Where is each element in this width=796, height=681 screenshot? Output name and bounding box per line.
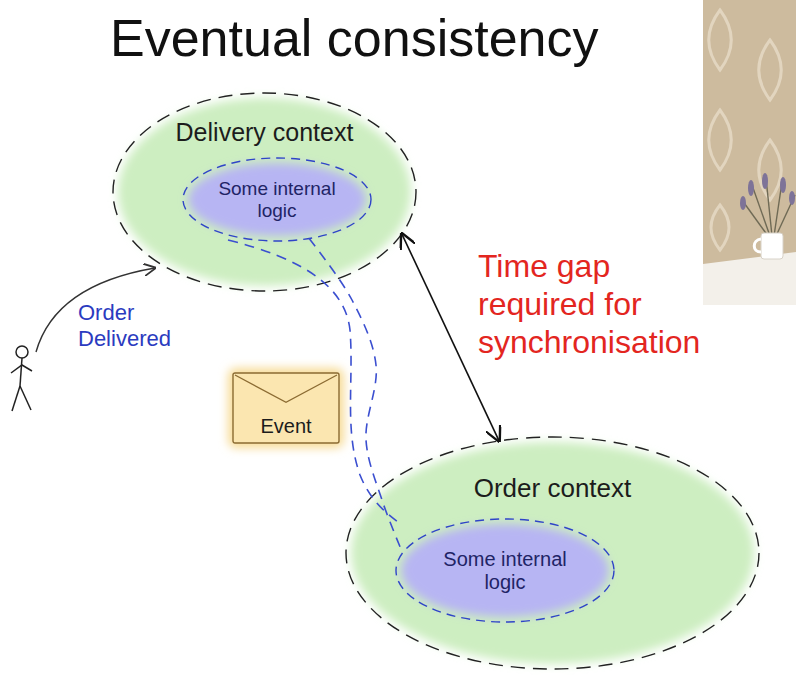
context-heading: Order context xyxy=(403,474,703,504)
cup-handle xyxy=(754,239,761,252)
logic-blob: Some internal logic xyxy=(182,157,372,242)
label-wrap: Order Delivered xyxy=(78,300,190,352)
blob-fill xyxy=(401,524,609,617)
blob-outline xyxy=(396,519,614,622)
lavender-flowers xyxy=(740,173,795,210)
logic-text: Some internal logic xyxy=(212,178,342,222)
title: Eventual consistency xyxy=(110,8,599,69)
time-gap-note: Time gap required for synchronisation xyxy=(478,248,733,361)
blob-fill xyxy=(188,163,366,236)
logic-text: Some internal logic xyxy=(435,548,575,594)
photo-inset xyxy=(703,0,796,305)
envelope-flap xyxy=(235,375,337,402)
event-envelope: Event xyxy=(232,372,340,444)
blob-outline xyxy=(183,158,371,241)
blob-outline xyxy=(346,437,759,669)
title-wrap: Eventual consistency xyxy=(110,8,599,69)
event-text: Event xyxy=(238,415,334,438)
lavender-stems xyxy=(742,178,795,236)
photo-wall xyxy=(703,0,796,305)
context-heading: Delivery context xyxy=(135,118,395,147)
blob-fill xyxy=(351,442,754,664)
logic-blob: Some internal logic xyxy=(395,518,615,623)
envelope-glow xyxy=(228,368,344,448)
label-wrap: Time gap required for synchronisation xyxy=(478,248,733,361)
photo-table xyxy=(703,252,796,305)
blob-fill xyxy=(118,98,411,286)
blob-outline xyxy=(113,93,416,291)
wallpaper-pattern xyxy=(709,10,782,250)
envelope-body xyxy=(233,373,339,443)
context-blob: Delivery contextSome internal logic xyxy=(112,92,417,292)
stick-figure xyxy=(11,346,32,411)
actor-action: Order Delivered xyxy=(78,300,190,352)
context-blob: Order contextSome internal logic xyxy=(345,436,760,670)
photo-cup xyxy=(761,233,783,259)
